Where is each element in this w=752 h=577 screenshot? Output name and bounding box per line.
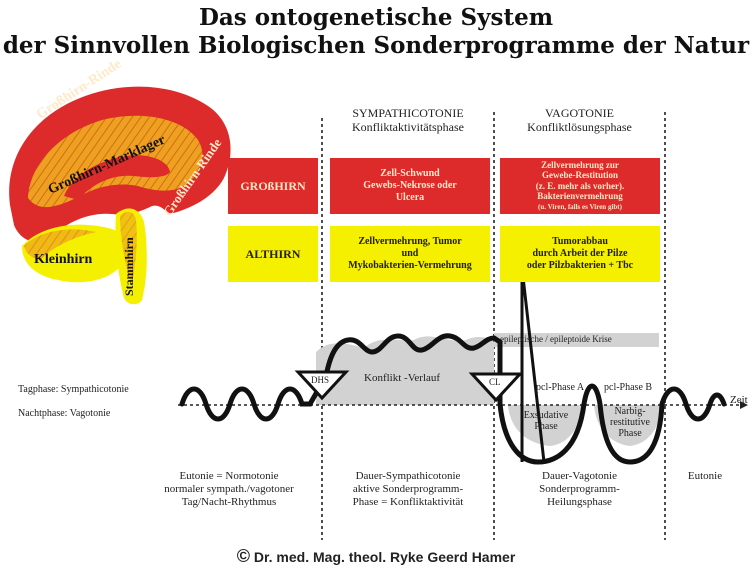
- phase-name-vagotonie: VAGOTONIE: [545, 106, 614, 120]
- phase-sub-sympathicotonie: Konfliktaktivitätsphase: [352, 120, 464, 134]
- cell-text: Mykobakterien-Vermehrung: [348, 260, 472, 271]
- cell-text: Zell-Schwund: [380, 168, 440, 179]
- desc-line: normaler sympath./vagotoner: [164, 483, 294, 495]
- konflikt-area: [316, 336, 494, 405]
- desc-line: Tag/Nacht-Rhythmus: [181, 496, 277, 508]
- desc-line: Dauer-Vagotonie: [542, 470, 617, 482]
- label-line: Exsudative: [523, 410, 569, 421]
- phase-sub-vagotonie: Konfliktlösungsphase: [527, 120, 632, 134]
- label-line: Phase: [534, 421, 558, 432]
- label-line: Narbig-: [614, 406, 646, 417]
- phase-header-vagotonie: VAGOTONIE Konfliktlösungsphase: [494, 106, 665, 134]
- cell-sym-althirn: Zellvermehrung, Tumor und Mykobakterien-…: [330, 226, 490, 282]
- pcl-b-area: [594, 405, 662, 446]
- inner-cortex-shape: [64, 155, 170, 200]
- label-konflikt-verlauf: Konflikt -Verlauf: [364, 372, 441, 384]
- cell-vag-althirn: Tumorabbau durch Arbeit der Pilze oder P…: [500, 226, 660, 282]
- label-line: Phase: [618, 428, 642, 439]
- copyright-text: Dr. med. Mag. theol. Ryke Geerd Hamer: [253, 549, 516, 565]
- cell-vag-grosshirn: Zellvermehrung zur Gewebe-Restitution (z…: [500, 158, 660, 214]
- desc-line: Eutonie = Normotonie: [179, 470, 279, 482]
- title-line-1: Das ontogenetische System: [198, 4, 554, 31]
- label-dhs: DHS: [311, 375, 330, 385]
- label-cl: CL: [489, 377, 501, 387]
- brain-label-kleinhirn: Kleinhirn: [34, 252, 93, 267]
- brain-label-stammhirn: Stammhirn: [122, 237, 136, 296]
- desc-dauer-sympathicotonie: Dauer-Sympathicotonie aktive Sonderprogr…: [322, 470, 494, 509]
- label-pcl-a: pcl-Phase A: [536, 382, 585, 393]
- desc-line: Heilungsphase: [547, 496, 612, 508]
- desc-eutonie-right: Eutonie: [687, 470, 723, 482]
- dhs-marker: [294, 370, 350, 401]
- kleinhirn-hatch: [24, 229, 96, 260]
- cell-text: (z. E. mehr als vorher).: [535, 180, 625, 191]
- tonus-curve: [179, 333, 727, 465]
- label-nachtphase: Nachtphase: Vagotonie: [18, 408, 111, 419]
- copyright: © Dr. med. Mag. theol. Ryke Geerd Hamer: [0, 546, 752, 567]
- row-label-grosshirn: GROßHIRN: [228, 158, 318, 214]
- brain-illustration: [9, 86, 231, 305]
- cell-text: Ulcera: [395, 192, 425, 203]
- row-label-althirn-text: ALTHIRN: [245, 246, 301, 261]
- label-exudative-phase: Exsudative Phase: [516, 410, 576, 432]
- phase-name-sympathicotonie: SYMPATHICOTONIE: [352, 106, 464, 120]
- baseline-arrow: [740, 401, 748, 409]
- desc-line: Dauer-Sympathicotonie: [355, 470, 461, 482]
- desc-line: aktive Sonderprogramm-: [352, 483, 464, 495]
- phase-header-sympathicotonie: SYMPATHICOTONIE Konfliktaktivitätsphase: [322, 106, 494, 134]
- cell-text: durch Arbeit der Pilze: [532, 248, 628, 259]
- desc-eutonie-left: Eutonie = Normotonie normaler sympath./v…: [144, 470, 314, 509]
- phase-dividers: [321, 112, 666, 540]
- crisis-arrow-right: [520, 267, 546, 463]
- cell-text: Zellvermehrung zur: [541, 159, 619, 170]
- pcl-a-area: [508, 405, 584, 446]
- cell-text: oder Pilzbakterien + Tbc: [526, 260, 634, 271]
- row-label-althirn: ALTHIRN: [228, 226, 318, 282]
- copyright-symbol: ©: [236, 546, 250, 566]
- cell-text: Tumorabbau: [552, 236, 608, 247]
- title-line-2: der Sinnvollen Biologischen Sonderprogra…: [2, 32, 750, 59]
- desc-line: Phase = Konfliktaktivität: [352, 496, 464, 508]
- label-epileptic-crisis: epileptische / epileptoide Krise: [500, 334, 612, 344]
- row-label-grosshirn-text: GROßHIRN: [240, 178, 306, 193]
- cell-text: und: [401, 248, 419, 259]
- cl-marker: [468, 372, 524, 403]
- cell-sym-grosshirn: Zell-Schwund Gewebs-Nekrose oder Ulcera: [330, 158, 490, 214]
- epilepsy-band: [494, 333, 659, 347]
- label-narbig-phase: Narbig- restitutive Phase: [600, 406, 660, 439]
- label-pcl-b: pcl-Phase B: [604, 382, 653, 393]
- label-line: restitutive: [610, 417, 650, 428]
- cell-text: Bakterienvermehrung: [537, 191, 623, 202]
- desc-line: Sonderprogramm-: [539, 483, 620, 495]
- label-tagphase: Tagphase: Sympathicotonie: [18, 384, 129, 395]
- cell-text: Gewebe-Restitution: [542, 170, 618, 181]
- cell-text: (u. Viren, falls es Viren gibt): [538, 202, 622, 211]
- label-zeit: Zeit: [730, 394, 748, 406]
- cell-text: Zellvermehrung, Tumor: [358, 236, 462, 247]
- stammhirn-hatch: [120, 211, 137, 284]
- cell-text: Gewebs-Nekrose oder: [363, 180, 457, 191]
- desc-dauer-vagotonie: Dauer-Vagotonie Sonderprogramm- Heilungs…: [494, 470, 665, 509]
